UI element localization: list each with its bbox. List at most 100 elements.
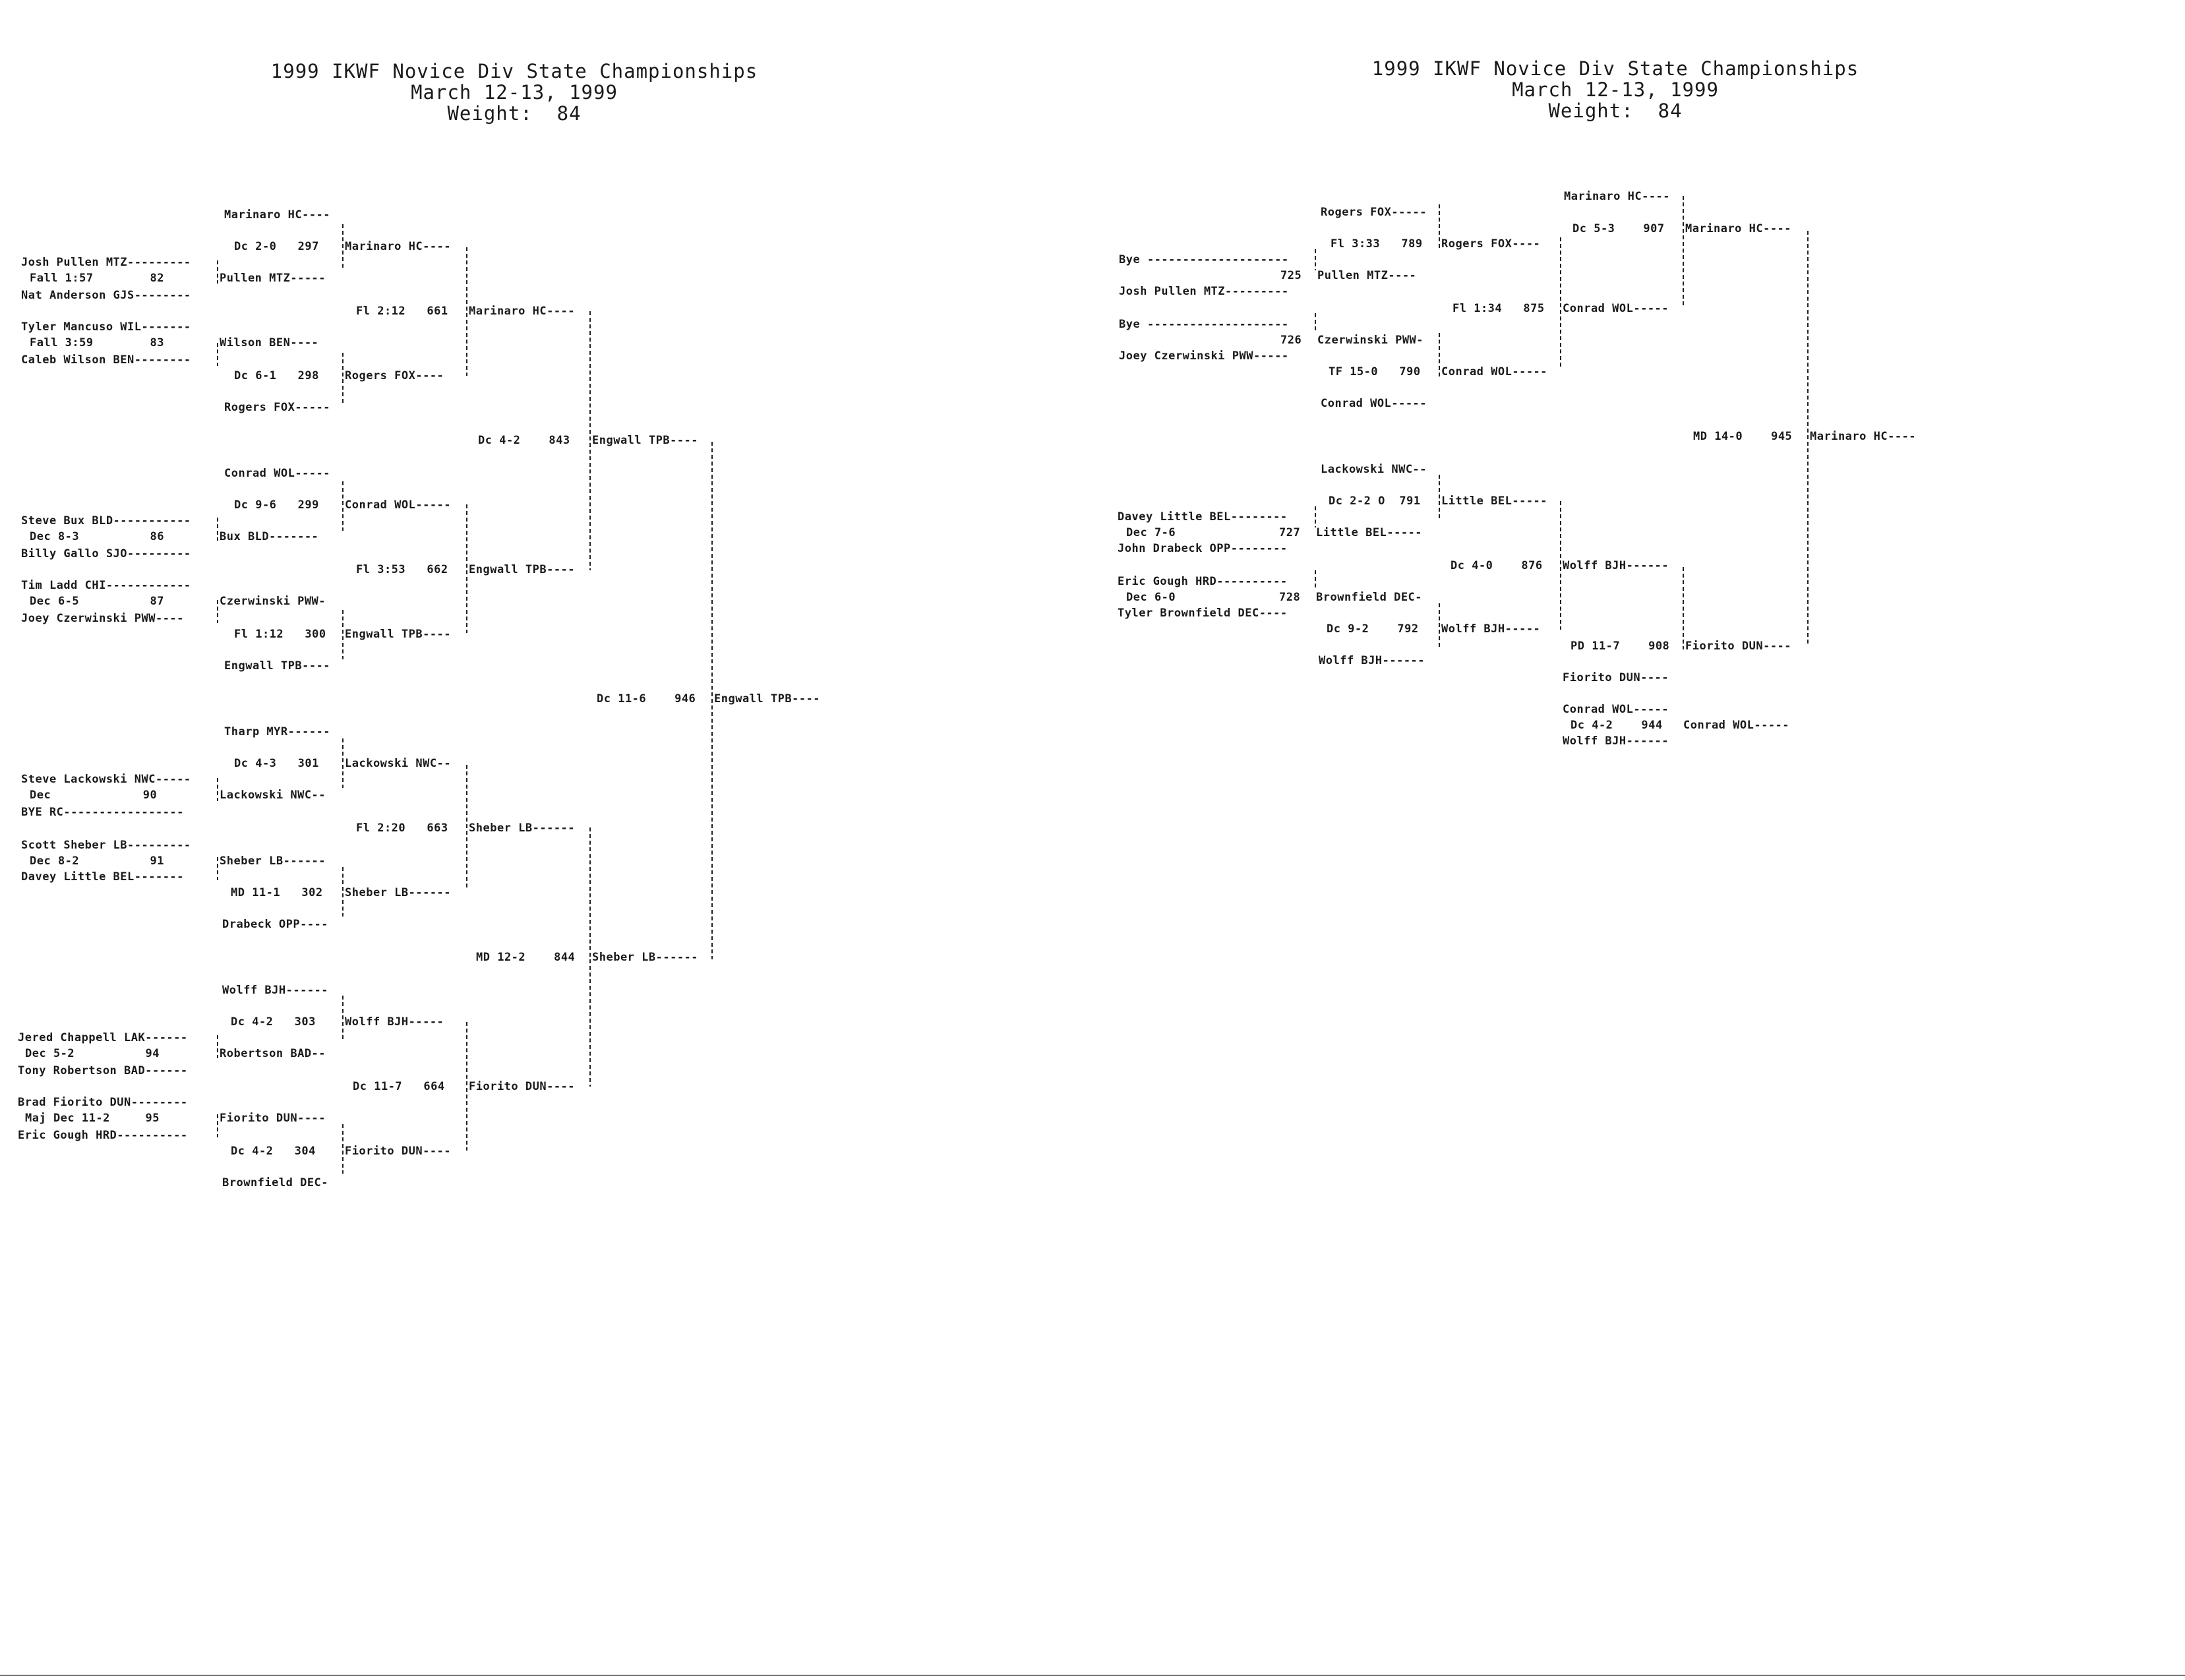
left-weight: Weight: 84 xyxy=(447,102,582,125)
wrestler-name: Eric Gough HRD---------- xyxy=(1118,575,1288,588)
bracket-entry: Engwall TPB---- xyxy=(224,659,331,673)
match-winner: Fiorito DUN---- xyxy=(469,1080,576,1093)
bracket-entry: Lackowski NWC-- xyxy=(1321,463,1427,476)
match-result: Dec 7-6 xyxy=(1126,526,1176,539)
match-result: Dc 4-0 876 xyxy=(1451,559,1543,572)
match-result: Dc 6-1 298 xyxy=(234,369,319,382)
match-result: Fl 1:34 875 xyxy=(1452,302,1545,315)
match-winner: Engwall TPB---- xyxy=(469,563,576,576)
match-result: Fl 1:12 300 xyxy=(234,628,326,641)
match-result: Dc 2-2 O 791 xyxy=(1329,495,1421,508)
wrestler-name: Tim Ladd CHI------------ xyxy=(21,579,191,592)
match-winner: Engwall TPB---- xyxy=(345,628,452,641)
bracket-entry: Conrad WOL----- xyxy=(224,467,331,480)
match-winner: Lackowski NWC-- xyxy=(345,757,452,770)
match-result: Dc 4-2 303 xyxy=(231,1015,316,1029)
right-bracket-header: 1999 IKWF Novice Div State Championships… xyxy=(1319,58,1912,121)
match-result: Dc 4-2 843 xyxy=(478,434,570,447)
match-winner: Bux BLD------- xyxy=(220,530,319,543)
match-winner: Engwall TPB---- xyxy=(592,434,699,447)
match-result: MD 11-1 302 xyxy=(231,886,323,899)
match-result: Fall 3:59 83 xyxy=(30,336,164,349)
match-winner: Fiorito DUN---- xyxy=(345,1145,452,1158)
match-winner: Conrad WOL----- xyxy=(1441,365,1548,378)
wrestler-name: Tyler Mancuso WIL------- xyxy=(21,320,191,334)
match-result: Dec 8-3 86 xyxy=(30,530,164,543)
match-number: 728 xyxy=(1279,591,1301,604)
match-result: PD 11-7 908 xyxy=(1571,640,1670,653)
match-number: 725 xyxy=(1280,269,1302,282)
left-bracket-header: 1999 IKWF Novice Div State Championships… xyxy=(218,61,811,124)
bracket-entry: Rogers FOX----- xyxy=(224,401,331,414)
match-result: Dc 11-7 664 xyxy=(353,1080,445,1093)
final-result: Dc 11-6 946 xyxy=(597,692,696,705)
match-winner: Conrad WOL----- xyxy=(345,498,452,512)
match-winner: Rogers FOX---- xyxy=(1441,237,1541,251)
bracket-entry: Brownfield DEC- xyxy=(222,1176,329,1189)
match-winner: Fiorito DUN---- xyxy=(220,1112,326,1125)
match-winner: Czerwinski PWW- xyxy=(220,595,326,608)
wrestler-name: Davey Little BEL-------- xyxy=(1118,510,1288,524)
bracket-entry: Conrad WOL----- xyxy=(1321,397,1427,410)
wrestler-name: Eric Gough HRD---------- xyxy=(18,1129,188,1142)
match-winner: Sheber LB------ xyxy=(220,855,326,868)
match-result: Fl 3:33 789 xyxy=(1331,237,1423,251)
wrestler-name: Josh Pullen MTZ--------- xyxy=(1119,285,1289,298)
wrestler-name: Josh Pullen MTZ--------- xyxy=(21,256,191,269)
bracket-entry: Wolff BJH------ xyxy=(1563,735,1669,748)
match-winner: Pullen MTZ----- xyxy=(220,272,326,285)
match-result: MD 12-2 844 xyxy=(476,951,576,964)
champion: Marinaro HC---- xyxy=(1810,430,1917,443)
match-winner: Brownfield DEC- xyxy=(1316,591,1423,604)
match-number: 727 xyxy=(1279,526,1301,539)
match-winner: Little BEL----- xyxy=(1441,495,1548,508)
bracket-entry: Tharp MYR------ xyxy=(224,725,331,738)
wrestler-name: Davey Little BEL------- xyxy=(21,870,184,884)
match-winner: Marinaro HC---- xyxy=(345,240,452,253)
match-winner: Robertson BAD-- xyxy=(220,1047,326,1060)
wrestler-name: Caleb Wilson BEN-------- xyxy=(21,353,191,367)
final-result: MD 14-0 945 xyxy=(1693,430,1793,443)
match-winner: Wilson BEN---- xyxy=(220,336,319,349)
match-winner: Wolff BJH----- xyxy=(1441,622,1541,636)
match-result: Dc 2-0 297 xyxy=(234,240,319,253)
wrestler-name: BYE RC----------------- xyxy=(21,806,184,819)
match-result: Dec 6-0 xyxy=(1126,591,1176,604)
right-title: 1999 IKWF Novice Div State Championships xyxy=(1371,57,1859,80)
wrestler-name: Tony Robertson BAD------ xyxy=(18,1064,188,1077)
wrestler-name: Jered Chappell LAK------ xyxy=(18,1031,188,1044)
wrestler-name: Joey Czerwinski PWW----- xyxy=(1119,349,1289,363)
match-result: Fl 2:12 661 xyxy=(356,305,448,318)
match-result: Fl 2:20 663 xyxy=(356,822,448,835)
wrestler-name: Billy Gallo SJO--------- xyxy=(21,547,191,560)
match-result: Dc 4-3 301 xyxy=(234,757,319,770)
match-result: Dec 8-2 91 xyxy=(30,855,164,868)
right-date: March 12-13, 1999 xyxy=(1512,78,1719,101)
match-winner: Fiorito DUN---- xyxy=(1685,640,1792,653)
match-result: TF 15-0 790 xyxy=(1329,365,1421,378)
bracket-entry: Wolff BJH------ xyxy=(222,984,329,997)
wrestler-name: Joey Czerwinski PWW---- xyxy=(21,612,184,625)
match-result: Dc 9-6 299 xyxy=(234,498,319,512)
match-winner: Conrad WOL----- xyxy=(1563,302,1669,315)
match-number: 726 xyxy=(1280,334,1302,347)
bracket-entry: Drabeck OPP---- xyxy=(222,918,329,931)
left-date: March 12-13, 1999 xyxy=(411,81,618,104)
right-weight: Weight: 84 xyxy=(1548,100,1683,122)
wrestler-name: Steve Bux BLD----------- xyxy=(21,514,191,527)
match-winner: Marinaro HC---- xyxy=(1685,222,1792,235)
match-winner: Conrad WOL----- xyxy=(1683,719,1790,732)
bracket-entry: Conrad WOL----- xyxy=(1563,703,1669,716)
wrestler-name: Brad Fiorito DUN-------- xyxy=(18,1096,188,1109)
match-result: Dec 6-5 87 xyxy=(30,595,164,608)
bracket-entry: Marinaro HC---- xyxy=(1564,190,1671,203)
bracket-entry: Fiorito DUN---- xyxy=(1563,671,1669,684)
wrestler-name: Nat Anderson GJS-------- xyxy=(21,289,191,302)
match-winner: Sheber LB------ xyxy=(345,886,452,899)
match-result: Dc 5-3 907 xyxy=(1572,222,1665,235)
champion: Engwall TPB---- xyxy=(714,692,821,705)
match-winner: Czerwinski PWW- xyxy=(1317,334,1424,347)
bracket-entry: Rogers FOX----- xyxy=(1321,206,1427,219)
match-winner: Wolff BJH------ xyxy=(1563,559,1669,572)
